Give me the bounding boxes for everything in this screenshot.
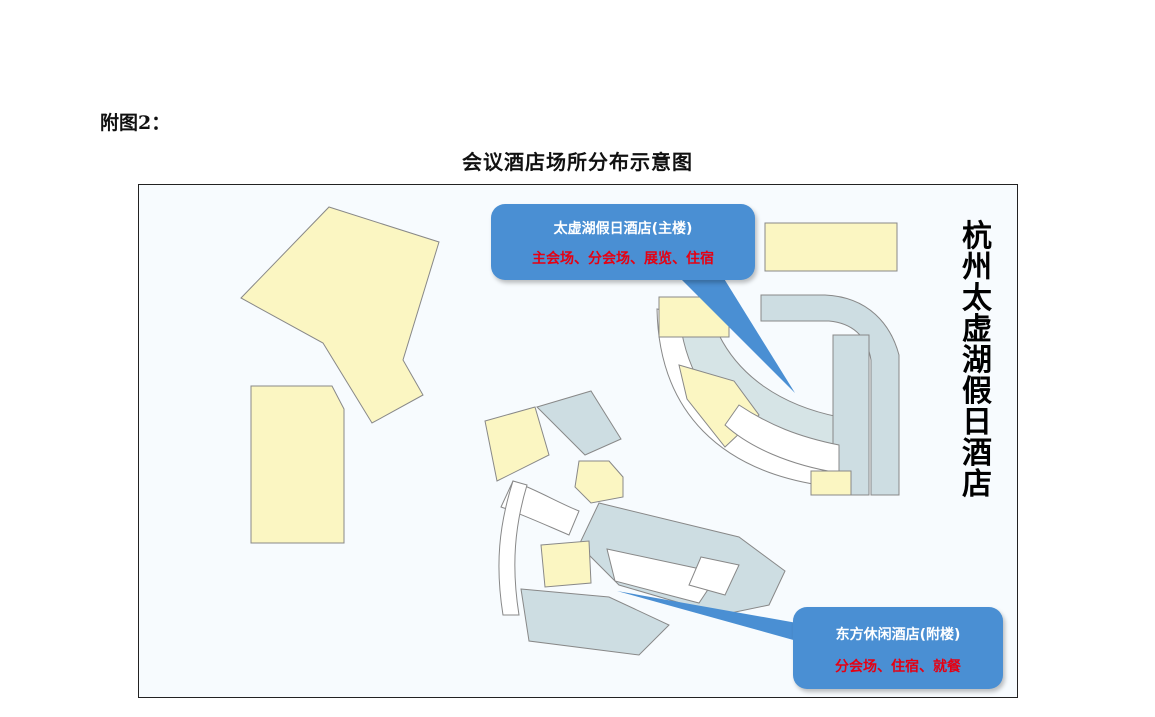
annex-entry-road	[498, 480, 528, 616]
main-building-callout-uses: 主会场、分会场、展览、住宿	[532, 251, 714, 267]
main-callout-pointer	[679, 277, 795, 393]
hotel-site-map: 杭州太虚湖假日酒店 太虚湖假日酒店(主楼) 主会场、分会场、展览、住宿 东方休闲…	[138, 184, 1018, 698]
hotel-name-vertical: 杭州太虚湖假日酒店	[962, 219, 992, 502]
floor-plan-drawing	[240, 206, 900, 656]
main-guest-wing	[760, 294, 900, 496]
annex-rooms-top	[536, 390, 622, 456]
left-building-upper	[240, 206, 440, 424]
annex-wing-south	[520, 588, 670, 656]
attachment-label: 附图2：	[100, 112, 171, 134]
annex-building-callout-title: 东方休闲酒店(附楼)	[835, 627, 961, 643]
annex-building-callout-uses: 分会场、住宿、就餐	[835, 659, 961, 675]
annex-building-callout: 东方休闲酒店(附楼) 分会场、住宿、就餐	[793, 607, 1003, 689]
page-title: 会议酒店场所分布示意图	[462, 150, 693, 174]
main-building-callout: 太虚湖假日酒店(主楼) 主会场、分会场、展览、住宿	[491, 204, 755, 280]
annex-octagon	[574, 460, 624, 504]
main-building-callout-title: 太虚湖假日酒店(主楼)	[553, 221, 693, 237]
annex-yellow-blocks	[540, 540, 592, 588]
left-building-lower	[250, 385, 345, 544]
annex-top-yellow	[484, 406, 550, 482]
annex-court	[606, 548, 720, 604]
main-bottom-yellow	[810, 470, 852, 496]
main-top-wing	[764, 222, 898, 272]
annex-lobby-square	[688, 556, 740, 596]
annex-callout-pointer	[617, 591, 797, 641]
